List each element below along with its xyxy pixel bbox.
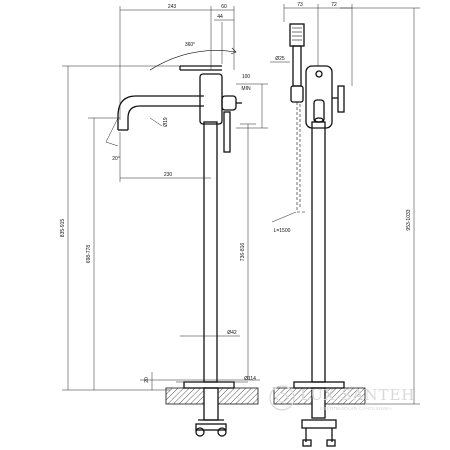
watermark-logo-icon <box>269 385 295 411</box>
dim-736-816: 736-816 <box>240 243 246 262</box>
dim-835-915: 835-915 <box>60 219 66 238</box>
shower-hose <box>296 102 306 213</box>
dim-l1500: L=1500 <box>274 228 291 234</box>
inlet-left <box>195 427 205 437</box>
front-view: 73 72 Ø25 L=1500 953-1033 <box>270 2 420 447</box>
watermark-brand: LUX SANTEH <box>300 386 416 404</box>
floor-slab-left <box>165 387 205 405</box>
dim-72: 72 <box>331 2 337 8</box>
hand-shower-head <box>289 23 305 47</box>
front-mixer-body <box>305 65 333 129</box>
shower-nozzles <box>292 27 302 41</box>
spout <box>117 95 204 130</box>
hand-shower-handle <box>292 45 302 87</box>
dim-60: 60 <box>221 4 227 10</box>
rotation-arc <box>149 50 237 71</box>
dim-953-1033: 953-1033 <box>406 209 412 230</box>
dim-230: 230 <box>164 172 173 178</box>
front-floor-insert <box>311 387 326 419</box>
watermark: LUX SANTEH ЕВРОПЕЙСКАЯ САНТЕХНИКА <box>269 385 416 411</box>
mixer-body <box>199 73 223 125</box>
dim-44: 44 <box>217 14 223 20</box>
dim-243: 243 <box>168 4 177 10</box>
front-lever <box>337 85 345 113</box>
column-body <box>203 121 218 383</box>
diverter-knob <box>221 95 237 111</box>
dim-100: 100 <box>242 74 251 80</box>
dim-20: 20 <box>144 377 150 383</box>
side-view: 243 60 44 360° 100 MIN 20° 230 Ø19 Ø42 Ø… <box>60 4 268 437</box>
hand-shower-side <box>223 111 231 153</box>
dim-42: Ø42 <box>227 330 237 336</box>
front-column <box>311 121 326 383</box>
dim-19: Ø19 <box>163 117 169 127</box>
dim-73: 73 <box>297 2 303 8</box>
floor-insert <box>203 387 219 421</box>
dim-min: MIN <box>241 86 251 92</box>
dim-114: Ø114 <box>244 376 256 382</box>
dim-20deg: 20° <box>112 156 120 162</box>
dim-360: 360° <box>185 42 195 48</box>
floor-slab-right <box>217 387 259 405</box>
dim-698-778: 698-778 <box>86 245 92 264</box>
floor-rosette <box>183 381 235 389</box>
dim-25: Ø25 <box>275 56 285 62</box>
inlet-right <box>217 427 227 437</box>
watermark-tagline: ЕВРОПЕЙСКАЯ САНТЕХНИКА <box>320 404 392 411</box>
